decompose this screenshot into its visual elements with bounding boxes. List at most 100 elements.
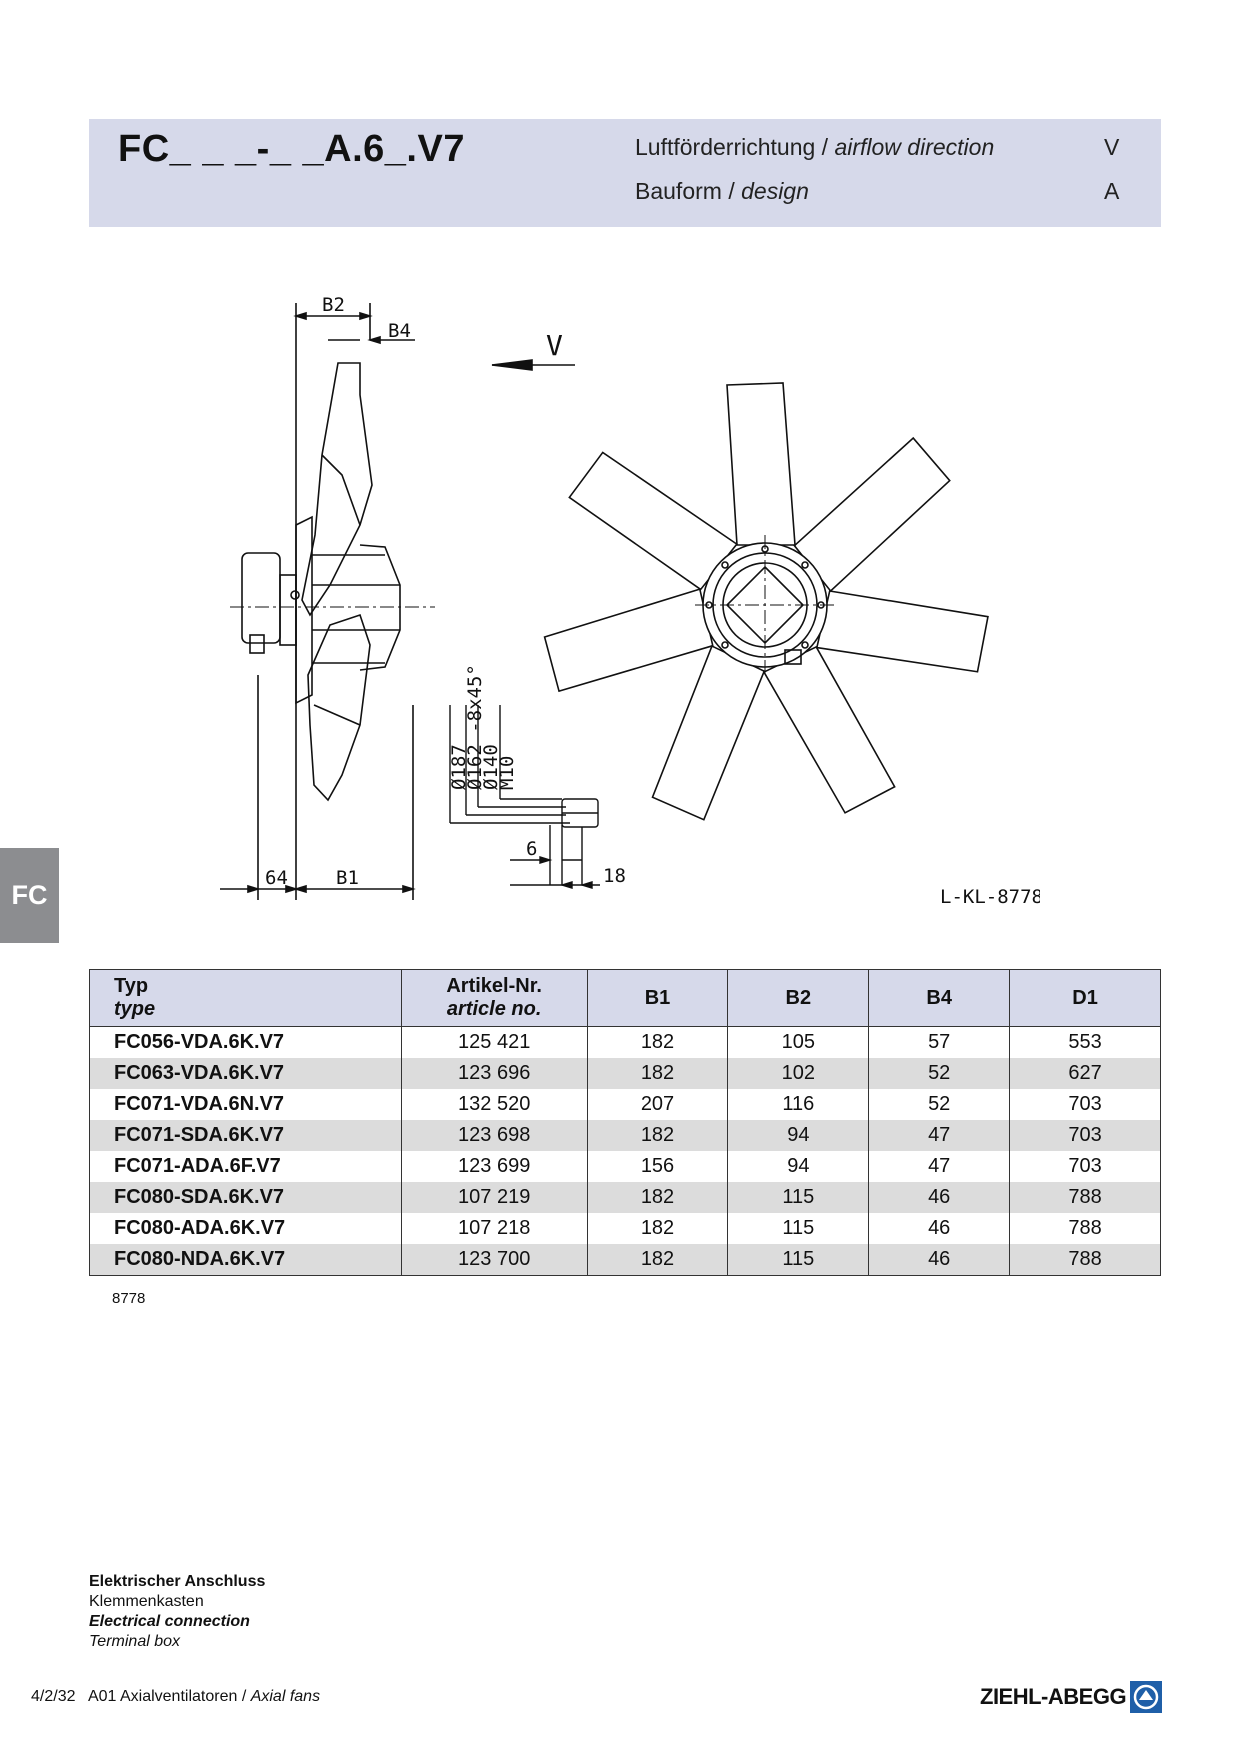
dim-6: 6 (526, 838, 537, 860)
cell-b1: 182 (586, 1058, 729, 1089)
dim-d187: Ø187 (448, 744, 470, 790)
spec-table: Typ type Artikel-Nr. article no. B1 B2 B… (89, 969, 1161, 1276)
cell-b2: 94 (727, 1151, 870, 1182)
side-tab-fc[interactable]: FC (0, 848, 59, 943)
cell-b1: 207 (586, 1089, 729, 1120)
cell-article: 107 219 (400, 1182, 588, 1213)
cell-d1: 703 (1009, 1151, 1161, 1182)
dim-18: 18 (603, 865, 626, 887)
model-code: FC_ _ _-_ _A.6_.V7 (118, 128, 465, 170)
cell-b2: 102 (727, 1058, 870, 1089)
cell-b4: 46 (868, 1182, 1011, 1213)
cell-b2: 105 (727, 1026, 870, 1058)
cell-type: FC071-SDA.6K.V7 (89, 1120, 402, 1151)
dim-64: 64 (265, 867, 288, 889)
dim-b4: B4 (388, 320, 411, 342)
cell-d1: 703 (1009, 1120, 1161, 1151)
cell-article: 132 520 (400, 1089, 588, 1120)
dim-d140: Ø140 (480, 744, 502, 790)
design-label-en: design (741, 178, 809, 204)
cell-d1: 627 (1009, 1058, 1161, 1089)
page-number: 4/2/32 (31, 1688, 76, 1705)
cell-article: 123 696 (400, 1058, 588, 1089)
airflow-label-de: Luftförderrichtung / (635, 134, 835, 160)
cell-b1: 182 (586, 1026, 729, 1058)
airflow-direction-label: Luftförderrichtung / airflow direction (635, 134, 994, 161)
page-footer: 4/2/32 A01 Axialventilatoren / Axial fan… (31, 1688, 320, 1706)
drawing-reference: L-KL-8778 (940, 886, 1040, 908)
cell-b1: 182 (586, 1244, 729, 1276)
footer-section-en: Axial fans (250, 1688, 321, 1705)
cell-type: FC071-ADA.6F.V7 (89, 1151, 402, 1182)
table-note: 8778 (112, 1290, 146, 1307)
front-view (491, 359, 989, 821)
ziehl-abegg-logo: ZIEHL-ABEGG (980, 1680, 1163, 1714)
dim-b2: B2 (322, 294, 345, 316)
cell-b1: 182 (586, 1182, 729, 1213)
cell-b4: 46 (868, 1213, 1011, 1244)
cell-d1: 788 (1009, 1213, 1161, 1244)
airflow-label-en: airflow direction (834, 134, 995, 160)
cell-d1: 553 (1009, 1026, 1161, 1058)
electrical-connection: Elektrischer Anschluss Klemmenkasten Ele… (89, 1572, 265, 1652)
side-view (220, 303, 435, 900)
cell-b2: 115 (727, 1244, 870, 1276)
cell-b1: 182 (586, 1213, 729, 1244)
cell-type: FC080-ADA.6K.V7 (89, 1213, 402, 1244)
connection-sub-de: Klemmenkasten (89, 1593, 204, 1610)
cell-article: 123 698 (400, 1120, 588, 1151)
header-article: Artikel-Nr. article no. (400, 969, 588, 1027)
design-value: A (1104, 178, 1120, 204)
cell-b4: 52 (868, 1089, 1011, 1120)
flange-detail (449, 705, 600, 889)
cell-b1: 182 (586, 1120, 729, 1151)
cell-b2: 115 (727, 1182, 870, 1213)
footer-section-de: A01 Axialventilatoren / (87, 1688, 251, 1705)
cell-b2: 115 (727, 1213, 870, 1244)
header-type-en: type (114, 998, 156, 1020)
header-band (89, 119, 1161, 227)
cell-type: FC056-VDA.6K.V7 (89, 1026, 402, 1058)
cell-b4: 47 (868, 1120, 1011, 1151)
logo-text: ZIEHL-ABEGG (980, 1684, 1127, 1709)
cell-b4: 47 (868, 1151, 1011, 1182)
dim-d162: Ø162 -8x45° (464, 664, 486, 790)
design-label: Bauform / design (635, 178, 809, 205)
cell-type: FC071-VDA.6N.V7 (89, 1089, 402, 1120)
connection-title-de: Elektrischer Anschluss (89, 1573, 266, 1590)
design-label-de: Bauform / (635, 178, 742, 204)
header-type: Typ type (89, 969, 402, 1027)
header-d1: D1 (1009, 969, 1161, 1027)
header-b2: B2 (727, 969, 870, 1027)
technical-drawing: B2 B4 B1 64 6 18 V Ø187 Ø162 -8x45° Ø140… (220, 294, 1040, 908)
cell-b4: 52 (868, 1058, 1011, 1089)
header-typ-de: Typ (114, 975, 149, 997)
cell-d1: 788 (1009, 1244, 1161, 1276)
airflow-direction-value: V (1104, 134, 1120, 160)
dim-b1: B1 (336, 867, 359, 889)
header-artikel-de: Artikel-Nr. (446, 975, 542, 997)
dim-m10: M10 (496, 756, 518, 790)
header-b1: B1 (586, 969, 729, 1027)
cell-d1: 788 (1009, 1182, 1161, 1213)
cell-d1: 703 (1009, 1089, 1161, 1120)
connection-sub-en: Terminal box (89, 1633, 181, 1650)
cell-type: FC080-SDA.6K.V7 (89, 1182, 402, 1213)
flow-direction-v: V (546, 329, 563, 362)
cell-b1: 156 (586, 1151, 729, 1182)
cell-b4: 57 (868, 1026, 1011, 1058)
cell-b2: 116 (727, 1089, 870, 1120)
cell-type: FC080-NDA.6K.V7 (89, 1244, 402, 1276)
cell-article: 123 699 (400, 1151, 588, 1182)
header-b4: B4 (868, 969, 1011, 1027)
cell-article: 107 218 (400, 1213, 588, 1244)
table-header-row: Typ type Artikel-Nr. article no. B1 B2 B… (89, 969, 1161, 1027)
